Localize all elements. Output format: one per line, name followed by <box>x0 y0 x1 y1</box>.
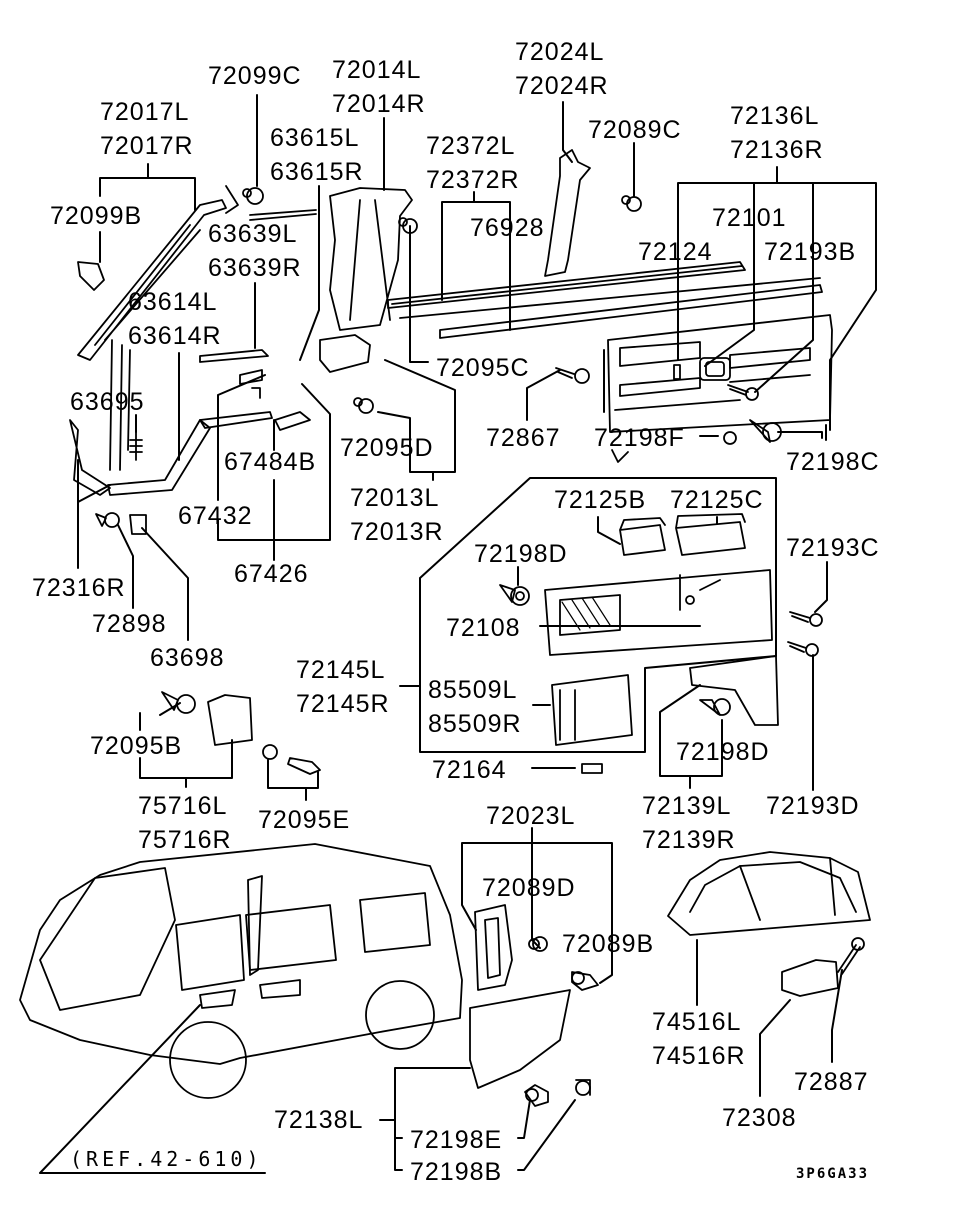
part-label-63639L: 63639L <box>208 220 298 248</box>
part-label-63614R: 63614R <box>128 322 222 350</box>
bracket-72308 <box>781 959 839 997</box>
pillar-trim-72014 <box>329 187 413 331</box>
part-label-85509L: 85509L <box>428 676 518 704</box>
part-label-63615R: 63615R <box>270 158 364 186</box>
part-label-72198B: 72198B <box>410 1158 503 1186</box>
part-label-72101: 72101 <box>712 204 787 232</box>
part-label-72198D-upper: 72198D <box>474 540 568 568</box>
part-label-72095E: 72095E <box>258 806 351 834</box>
part-label-85509R: 85509R <box>428 710 522 738</box>
part-label-72095D: 72095D <box>340 434 434 462</box>
drawing-code: 3P6GA33 <box>796 1166 870 1182</box>
part-label-72136L: 72136L <box>730 102 820 130</box>
wheelhouse-74516 <box>667 851 871 936</box>
part-label-72198E: 72198E <box>410 1126 503 1154</box>
leader-lines <box>39 94 877 1174</box>
part-label-74516L: 74516L <box>652 1008 742 1036</box>
pillar-trim-72017 <box>77 199 227 361</box>
booklet-85509 <box>551 674 633 746</box>
part-label-72125C: 72125C <box>670 486 764 514</box>
part-label-63639R: 63639R <box>208 254 302 282</box>
part-label-72024R: 72024R <box>515 72 609 100</box>
part-label-72308: 72308 <box>722 1104 797 1132</box>
pillar-trim-72024 <box>544 149 591 277</box>
part-label-75716R: 75716R <box>138 826 232 854</box>
part-label-72136R: 72136R <box>730 136 824 164</box>
part-label-72099B: 72099B <box>50 202 143 230</box>
part-label-72095C: 72095C <box>436 354 530 382</box>
clip-72099B <box>77 261 105 291</box>
side-panel-72136 <box>607 314 833 433</box>
box-72125C <box>675 513 746 556</box>
part-label-67432: 67432 <box>178 502 253 530</box>
part-label-72193B: 72193B <box>764 238 857 266</box>
part-label-72124: 72124 <box>638 238 713 266</box>
part-label-72108: 72108 <box>446 614 521 642</box>
trim-72023L <box>474 904 513 991</box>
part-label-76928: 76928 <box>470 214 545 242</box>
part-label-72014L: 72014L <box>332 56 422 84</box>
part-label-72014R: 72014R <box>332 90 426 118</box>
molding-76928 <box>439 284 823 339</box>
part-label-72125B: 72125B <box>554 486 647 514</box>
part-label-72193D: 72193D <box>766 792 860 820</box>
part-label-72017L: 72017L <box>100 98 190 126</box>
part-label-72898: 72898 <box>92 610 167 638</box>
part-label-72013R: 72013R <box>350 518 444 546</box>
part-label-72138L: 72138L <box>274 1106 364 1134</box>
part-label-72198C: 72198C <box>786 448 880 476</box>
reference-note: (REF.42-610) <box>70 1147 263 1171</box>
part-label-72099C: 72099C <box>208 62 302 90</box>
part-label-72193C: 72193C <box>786 534 880 562</box>
part-label-63698: 63698 <box>150 644 225 672</box>
part-label-72372R: 72372R <box>426 166 520 194</box>
part-label-72372L: 72372L <box>426 132 516 160</box>
part-label-63615L: 63615L <box>270 124 360 152</box>
part-label-72013L: 72013L <box>350 484 440 512</box>
part-label-67426: 67426 <box>234 560 309 588</box>
part-label-72139R: 72139R <box>642 826 736 854</box>
part-label-63695: 63695 <box>70 388 145 416</box>
part-label-72089D: 72089D <box>482 874 576 902</box>
part-label-72089B: 72089B <box>562 930 655 958</box>
part-label-72145R: 72145R <box>296 690 390 718</box>
part-label-67484B: 67484B <box>224 448 317 476</box>
part-label-72139L: 72139L <box>642 792 732 820</box>
van-outline <box>19 843 463 1065</box>
part-label-72164: 72164 <box>432 756 507 784</box>
part-label-72198D-lower: 72198D <box>676 738 770 766</box>
tray-72108 <box>544 569 773 656</box>
part-shapes <box>19 149 871 1107</box>
panel-72139 <box>689 655 779 726</box>
quarter-panel-72138L <box>469 989 571 1089</box>
part-label-72089C: 72089C <box>588 116 682 144</box>
part-label-72017R: 72017R <box>100 132 194 160</box>
part-label-74516R: 74516R <box>652 1042 746 1070</box>
molding-63614 <box>109 339 131 471</box>
part-label-75716L: 75716L <box>138 792 228 820</box>
part-label-72095B: 72095B <box>90 732 183 760</box>
part-label-72316R: 72316R <box>32 574 126 602</box>
part-label-72024L: 72024L <box>515 38 605 66</box>
cover-75716 <box>207 694 253 746</box>
part-label-72867: 72867 <box>486 424 561 452</box>
part-label-72198F: 72198F <box>594 424 685 452</box>
part-label-72145L: 72145L <box>296 656 386 684</box>
box-72125B <box>619 517 666 556</box>
part-label-72887: 72887 <box>794 1068 869 1096</box>
part-label-72023L: 72023L <box>486 802 576 830</box>
rail-72372 <box>387 261 746 309</box>
part-label-63614L: 63614L <box>128 288 218 316</box>
